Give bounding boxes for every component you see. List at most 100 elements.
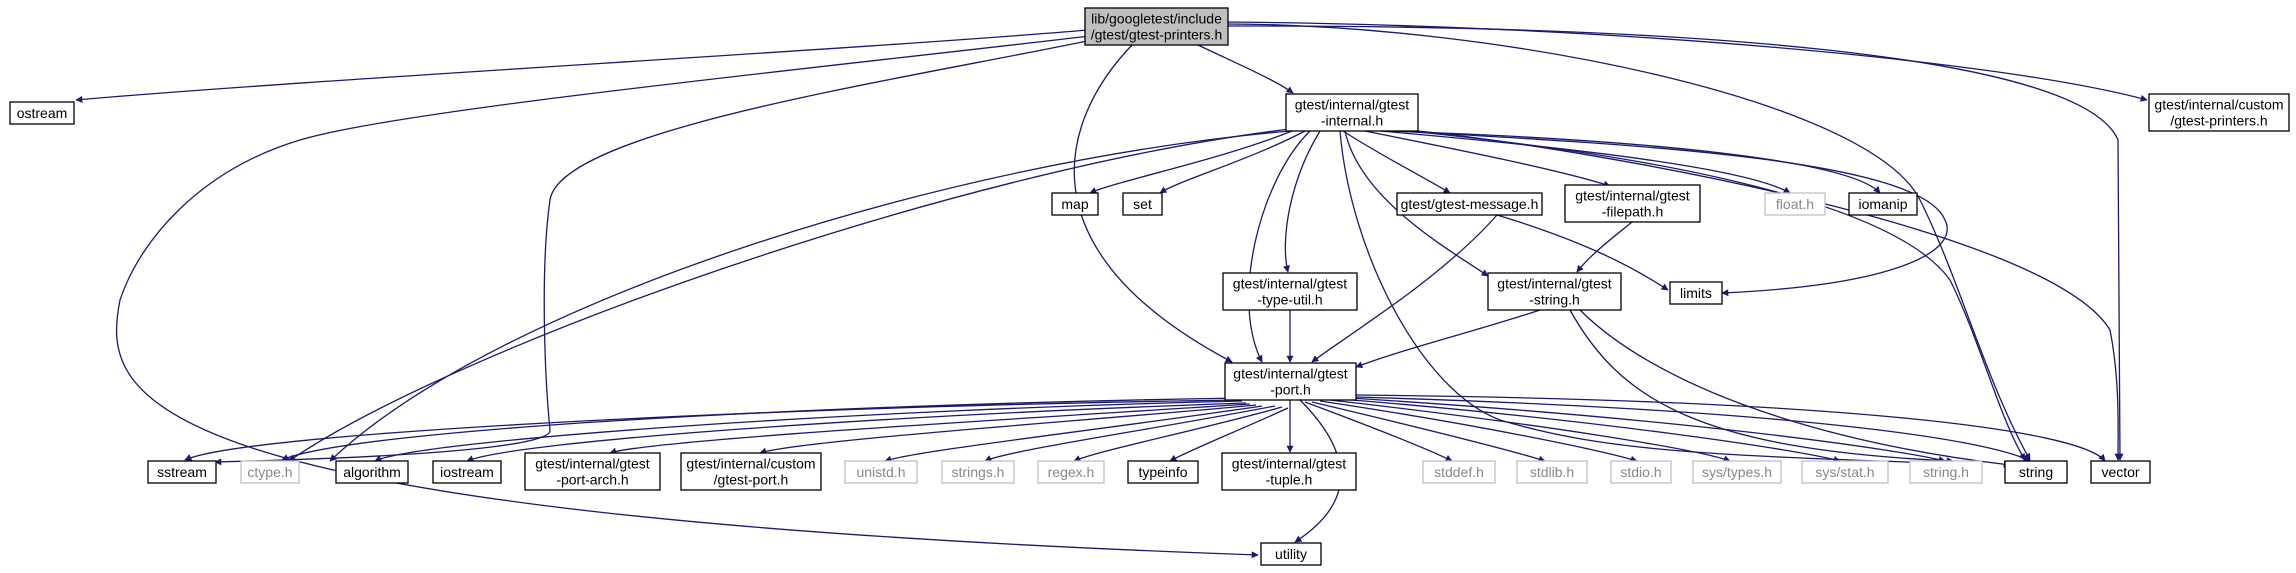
node-label: sstream	[157, 464, 207, 480]
node-strings-h: strings.h	[941, 460, 1015, 484]
node-type-util[interactable]: gtest/internal/gtest-type-util.h	[1222, 272, 1358, 311]
edge-5	[1227, 23, 2031, 461]
node-label: gtest/internal/gtest	[1575, 188, 1690, 204]
edge-20	[1283, 130, 1321, 273]
node-box	[1222, 272, 1358, 311]
node-box	[1127, 460, 1199, 484]
node-port-arch[interactable]: gtest/internal/gtest-port-arch.h	[524, 452, 661, 491]
node-label: string.h	[1923, 464, 1969, 480]
node-gstring[interactable]: gtest/internal/gtest-string.h	[1487, 272, 1622, 311]
node-map[interactable]: map	[1051, 192, 1099, 216]
edge-12	[1379, 130, 1791, 194]
node-label: string	[2019, 464, 2053, 480]
node-box	[1221, 452, 1357, 491]
edge-10	[1342, 130, 1451, 194]
node-systypes: sys/types.h	[1692, 460, 1782, 484]
edge-14	[1394, 130, 1948, 297]
edge-33	[466, 402, 1247, 462]
node-label: regex.h	[1048, 464, 1095, 480]
edge-42	[1304, 401, 1453, 462]
edge-32	[374, 400, 1243, 462]
node-box	[1285, 93, 1419, 132]
node-internal[interactable]: gtest/internal/gtest-internal.h	[1285, 93, 1419, 132]
node-label: gtest/internal/custom	[686, 456, 815, 472]
edge-39	[1169, 407, 1289, 462]
node-label: strings.h	[952, 464, 1005, 480]
node-box	[1610, 460, 1672, 484]
node-label: -filepath.h	[1602, 204, 1663, 220]
node-label: gtest/gtest-message.h	[1401, 196, 1539, 212]
node-filepath[interactable]: gtest/internal/gtest-filepath.h	[1564, 184, 1701, 223]
node-box	[335, 460, 409, 484]
node-box	[941, 460, 1015, 484]
node-tuple[interactable]: gtest/internal/gtest-tuple.h	[1221, 452, 1357, 491]
node-root[interactable]: lib/googletest/include/gtest/gtest-print…	[1084, 7, 1229, 46]
node-box	[1692, 460, 1782, 484]
node-iomanip[interactable]: iomanip	[1848, 192, 1918, 216]
edge-27	[1355, 309, 1541, 368]
node-box	[1084, 7, 1229, 46]
node-label: float.h	[1776, 196, 1814, 212]
node-box	[1224, 362, 1357, 401]
node-label: -string.h	[1529, 292, 1580, 308]
node-regex: regex.h	[1037, 460, 1105, 484]
node-box	[1909, 460, 1983, 484]
node-label: -tuple.h	[1266, 472, 1313, 488]
node-box	[1764, 192, 1826, 216]
node-box	[1487, 272, 1622, 311]
node-label: vector	[2101, 464, 2139, 480]
node-label: sys/types.h	[1702, 464, 1772, 480]
node-label: -port.h	[1270, 382, 1310, 398]
edge-47	[1349, 397, 1946, 463]
node-utility[interactable]: utility	[1260, 542, 1322, 566]
node-label: typeinfo	[1138, 464, 1187, 480]
edge-49	[1355, 394, 2106, 462]
node-label: set	[1133, 196, 1152, 212]
node-box	[844, 460, 918, 484]
node-algorithm[interactable]: algorithm	[335, 460, 409, 484]
edge-4	[1197, 44, 1294, 94]
edge-21	[1344, 130, 1489, 277]
edge-45	[1329, 399, 1731, 463]
node-label: limits	[1680, 285, 1712, 301]
edge-22	[1339, 130, 1936, 467]
node-box	[1848, 192, 1918, 216]
node-label: gtest/internal/gtest	[1233, 276, 1348, 292]
node-label: -port-arch.h	[556, 472, 628, 488]
node-label: /gtest-port.h	[714, 472, 789, 488]
edge-35	[759, 404, 1257, 455]
node-custom-printers[interactable]: gtest/internal/custom/gtest-printers.h	[2148, 93, 2290, 132]
node-box	[2090, 460, 2151, 484]
node-port[interactable]: gtest/internal/gtest-port.h	[1224, 362, 1357, 401]
node-box	[1051, 192, 1099, 216]
edge-25	[1576, 221, 1633, 273]
node-box	[524, 452, 661, 491]
node-vector[interactable]: vector	[2090, 460, 2151, 484]
node-string[interactable]: string	[2004, 460, 2068, 484]
edge-24	[1496, 214, 1669, 291]
edge-44	[1319, 400, 1638, 463]
edge-17	[329, 130, 1291, 462]
node-sstream[interactable]: sstream	[147, 460, 217, 484]
node-stdio: stdio.h	[1610, 460, 1672, 484]
edge-3	[1073, 44, 1233, 363]
node-iostream[interactable]: iostream	[432, 460, 502, 484]
node-box	[1422, 460, 1496, 484]
graph-nodes: lib/googletest/include/gtest/gtest-print…	[9, 7, 2290, 566]
node-ostream[interactable]: ostream	[9, 101, 75, 125]
node-label: lib/googletest/include	[1091, 11, 1222, 27]
node-message[interactable]: gtest/gtest-message.h	[1396, 192, 1543, 216]
node-set[interactable]: set	[1122, 192, 1163, 216]
edge-37	[984, 405, 1276, 462]
node-sysstat: sys/stat.h	[1801, 460, 1889, 484]
edge-31	[281, 397, 1241, 461]
node-typeinfo[interactable]: typeinfo	[1127, 460, 1199, 484]
node-label: sys/stat.h	[1815, 464, 1874, 480]
node-box	[1801, 460, 1889, 484]
node-label: gtest/internal/custom	[2154, 97, 2283, 113]
node-limits[interactable]: limits	[1669, 281, 1723, 305]
edge-48	[1354, 396, 2031, 462]
node-box	[2148, 93, 2290, 132]
node-custom-port[interactable]: gtest/internal/custom/gtest-port.h	[680, 452, 822, 491]
edge-11	[1364, 130, 1611, 188]
